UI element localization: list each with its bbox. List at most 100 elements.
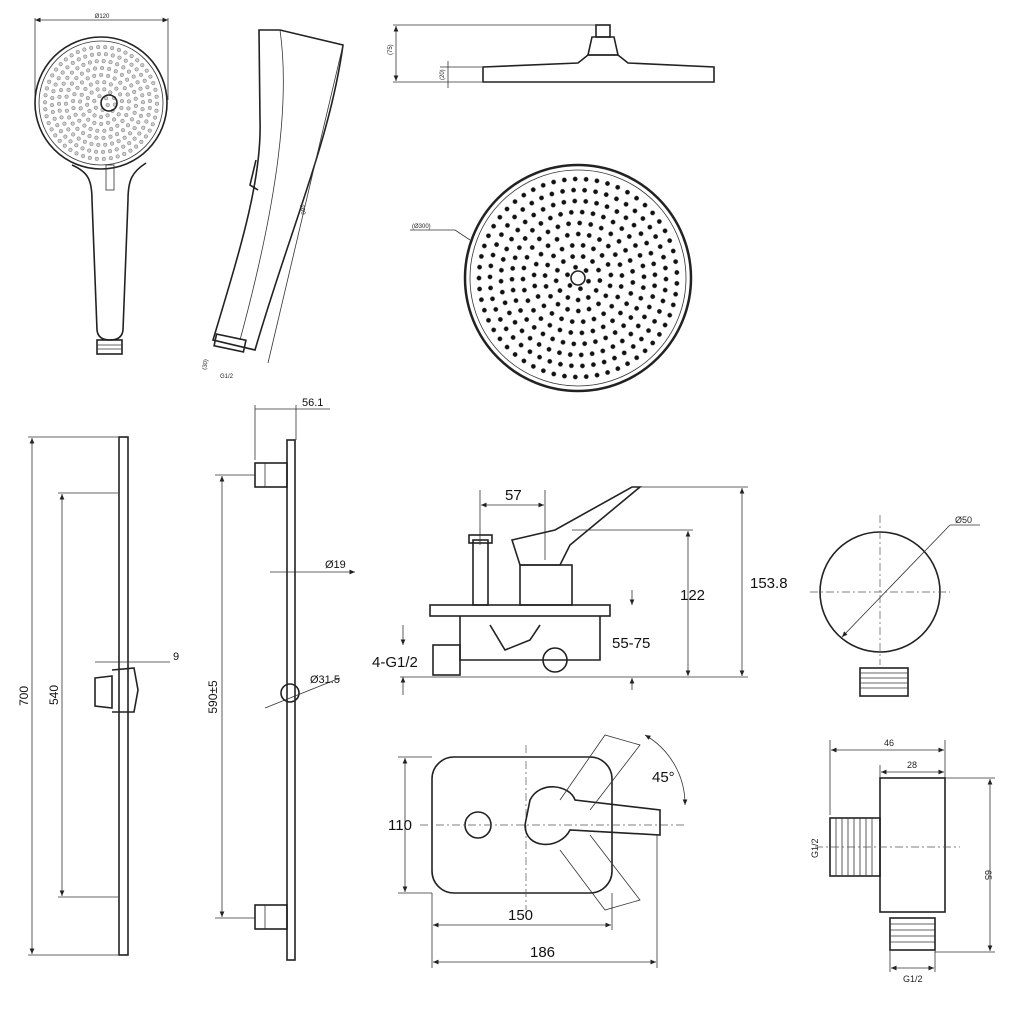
nozzle-dot bbox=[491, 327, 497, 333]
nozzle-dot bbox=[144, 119, 149, 124]
nozzle-dot bbox=[641, 314, 648, 320]
nozzle-dot bbox=[627, 257, 633, 264]
nozzle-dot bbox=[568, 363, 574, 369]
nozzle-dot bbox=[538, 220, 544, 226]
nozzle-dot bbox=[583, 374, 589, 380]
nozzle-dot bbox=[153, 115, 158, 120]
nozzle-dot bbox=[477, 286, 483, 292]
nozzle-dot bbox=[73, 112, 78, 117]
nozzle-dot bbox=[116, 47, 122, 53]
nozzle-dot bbox=[112, 117, 117, 122]
nozzle-dot bbox=[547, 322, 553, 328]
nozzle-dot bbox=[521, 192, 527, 198]
nozzle-dot bbox=[660, 298, 666, 304]
nozzle-dot bbox=[94, 59, 99, 64]
nozzle-dot bbox=[540, 368, 546, 374]
overhead-shower-top-view: (Ø300) bbox=[410, 163, 693, 393]
nozzle-dot bbox=[83, 86, 88, 91]
nozzle-dot bbox=[525, 298, 531, 304]
nozzle-dot bbox=[518, 342, 524, 348]
nozzle-dot bbox=[46, 120, 51, 126]
nozzle-dot bbox=[105, 113, 110, 118]
nozzle-dot bbox=[540, 331, 546, 337]
outlet-height-label: 65 bbox=[983, 870, 993, 880]
nozzle-dot bbox=[101, 135, 106, 140]
nozzle-dot bbox=[598, 225, 604, 231]
nozzle-dot bbox=[580, 319, 586, 325]
nozzle-dot bbox=[99, 114, 104, 120]
overhead-shower-side-view: (75) (20) bbox=[388, 24, 715, 88]
nozzle-dot bbox=[578, 352, 584, 358]
nozzle-dot bbox=[605, 369, 611, 376]
nozzle-dot bbox=[601, 359, 607, 365]
nozzle-dot bbox=[108, 134, 113, 139]
nozzle-dot bbox=[147, 105, 152, 110]
nozzle-dot bbox=[74, 151, 79, 156]
nozzle-dot bbox=[538, 195, 545, 201]
nozzle-dot bbox=[640, 263, 646, 269]
nozzle-dot bbox=[570, 254, 576, 260]
nozzle-dot bbox=[632, 242, 638, 249]
nozzle-dot bbox=[623, 215, 629, 221]
mixer-angle-label: 45° bbox=[652, 769, 675, 786]
nozzle-dot bbox=[561, 373, 568, 379]
nozzle-dot bbox=[628, 331, 634, 337]
nozzle-dot bbox=[67, 115, 72, 120]
nozzle-dot bbox=[147, 91, 152, 97]
nozzle-dot bbox=[481, 307, 487, 313]
nozzle-dot bbox=[521, 287, 527, 293]
nozzle-dot bbox=[88, 82, 93, 87]
rail-depth-label: 56.1 bbox=[302, 397, 323, 409]
nozzle-dot bbox=[589, 351, 595, 357]
nozzle-dot bbox=[134, 144, 139, 149]
nozzle-dot bbox=[60, 70, 65, 75]
nozzle-dot bbox=[75, 49, 80, 55]
mixer-inlets-label: 4-G1/2 bbox=[372, 654, 418, 671]
nozzle-dot bbox=[645, 328, 652, 334]
nozzle-dot bbox=[580, 242, 586, 248]
nozzle-dot bbox=[478, 253, 484, 259]
nozzle-dot bbox=[57, 138, 62, 143]
nozzle-dot bbox=[614, 208, 620, 215]
nozzle-dot bbox=[43, 107, 48, 112]
nozzle-dot bbox=[71, 106, 76, 111]
nozzle-dot bbox=[631, 222, 637, 228]
nozzle-dot bbox=[82, 139, 87, 144]
nozzle-dot bbox=[85, 76, 90, 81]
nozzle-dot bbox=[65, 65, 70, 70]
nozzle-dot bbox=[94, 149, 99, 154]
nozzle-dot bbox=[50, 109, 55, 115]
nozzle-dot bbox=[61, 81, 66, 86]
nozzle-dot bbox=[115, 123, 120, 128]
nozzle-dot bbox=[134, 67, 139, 72]
nozzle-dot bbox=[519, 328, 525, 334]
nozzle-dot bbox=[513, 298, 519, 304]
nozzle-dot bbox=[101, 156, 106, 161]
nozzle-dot bbox=[494, 242, 500, 248]
nozzle-dot bbox=[550, 336, 556, 342]
nozzle-dot bbox=[612, 252, 618, 258]
nozzle-dot bbox=[79, 80, 85, 85]
nozzle-dot bbox=[613, 196, 620, 202]
nozzle-dot bbox=[554, 236, 560, 242]
nozzle-dot bbox=[129, 117, 134, 122]
nozzle-dot bbox=[95, 128, 100, 133]
nozzle-dot bbox=[597, 278, 603, 284]
nozzle-dot bbox=[504, 206, 510, 212]
wall-outlet-side-view: 46 28 G1/2 G1/2 65 bbox=[810, 738, 995, 984]
nozzle-dot bbox=[489, 296, 496, 302]
nozzle-dot bbox=[125, 92, 130, 97]
nozzle-dot bbox=[129, 83, 134, 88]
nozzle-dot bbox=[74, 76, 79, 81]
nozzle-dot bbox=[497, 214, 503, 220]
nozzle-dot bbox=[127, 131, 133, 136]
nozzle-dot bbox=[540, 206, 546, 212]
nozzle-dot bbox=[512, 214, 518, 220]
nozzle-dot bbox=[139, 72, 144, 77]
nozzle-dot bbox=[617, 262, 623, 268]
nozzle-dot bbox=[504, 246, 510, 252]
nozzle-dot bbox=[538, 316, 544, 322]
nozzle-dot bbox=[101, 59, 106, 64]
rail-side-span-label: 590±5 bbox=[206, 680, 220, 714]
nozzle-dot bbox=[630, 279, 636, 286]
